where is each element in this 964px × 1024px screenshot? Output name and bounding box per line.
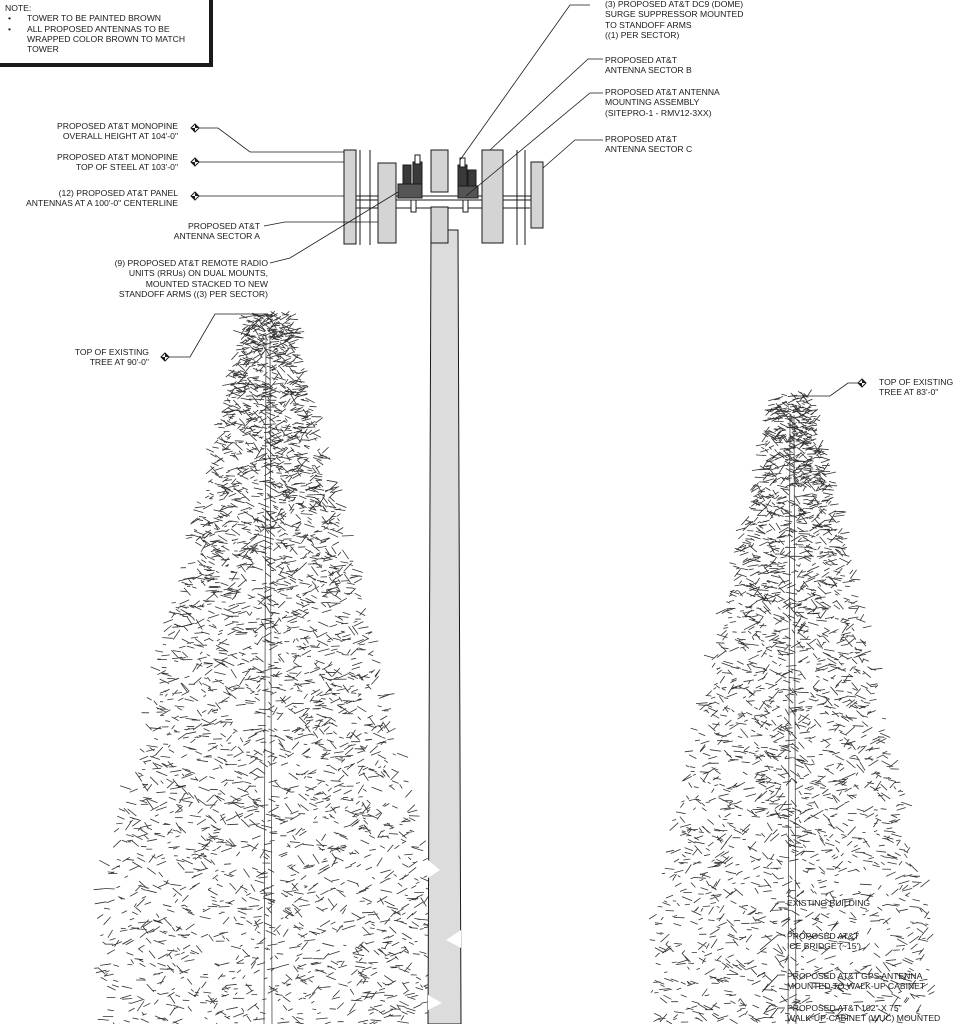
existing-tree-left	[93, 310, 441, 1024]
antenna-sector-a-2	[377, 162, 397, 244]
rru-3	[397, 183, 423, 199]
note-bullet: •	[8, 24, 12, 34]
surge-suppressor-2	[459, 157, 466, 168]
rru-6	[457, 185, 479, 199]
antenna-sector-c	[530, 161, 544, 229]
label-surge-suppressor: (3) PROPOSED AT&T DC9 (DOME)SURGE SUPPRE…	[605, 0, 744, 41]
pole-branch-stubs	[428, 860, 461, 1010]
antenna-sector-b-2	[481, 149, 504, 244]
note-item-1-line-1: TOWER TO BE PAINTED BROWN	[27, 13, 162, 23]
note-item-2-line-3: TOWER	[27, 44, 59, 54]
antenna-sector-b-bottom	[430, 206, 449, 244]
antenna-array	[343, 149, 544, 245]
elevation-markers	[160, 123, 867, 388]
rru-4	[457, 164, 468, 190]
antenna-sector-b-top	[430, 149, 449, 193]
note-item-2-line-2: WRAPPED COLOR BROWN TO MATCH	[27, 34, 186, 44]
note-item-2-line-1: ALL PROPOSED ANTENNAS TO BE	[27, 24, 170, 34]
label-existing-building: EXISTING BUILDING	[787, 898, 871, 908]
surge-suppressor-1	[414, 154, 421, 165]
monopine-pole	[427, 229, 462, 1024]
existing-tree-right	[648, 389, 936, 1024]
leader-lines	[165, 4, 862, 1019]
label-walk-up-cabinet: PROPOSED AT&T 102" X 75"WALK-UP-CABINET …	[787, 1003, 941, 1024]
antenna-sector-a-1	[343, 149, 357, 245]
note-bullet: •	[8, 13, 12, 23]
note-title: NOTE:	[5, 3, 32, 13]
note-box: NOTE: • TOWER TO BE PAINTED BROWN • ALL …	[0, 0, 210, 64]
